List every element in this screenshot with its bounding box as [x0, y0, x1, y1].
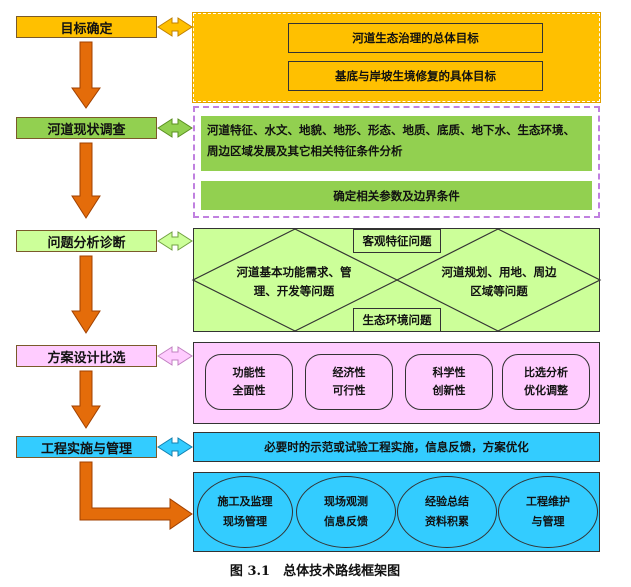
survey-features-box: 河道特征、水文、地貌、地形、形态、地质、底质、地下水、生态环境、周边区域发展及其… — [201, 116, 592, 171]
stage-goal-label: 目标确定 — [60, 21, 113, 37]
survey-params-text: 确定相关参数及边界条件 — [333, 188, 460, 203]
stage-implementation-label: 工程实施与管理 — [40, 441, 132, 457]
implementation-item-4-line1: 工程维护 — [526, 495, 570, 508]
diagnosis-eco-box: 生态环境问题 — [353, 308, 441, 332]
down-arrow-1 — [71, 41, 101, 109]
double-arrow-design — [157, 346, 193, 366]
design-item-4-line2: 优化调整 — [524, 384, 568, 397]
design-item-1-line1: 功能性 — [232, 366, 266, 379]
implementation-item-1-line2: 现场管理 — [223, 515, 267, 528]
design-item-3-line2: 创新性 — [432, 384, 466, 397]
goal-overall-box: 河道生态治理的总体目标 — [288, 23, 543, 53]
stage-diagnosis: 问题分析诊断 — [16, 230, 157, 252]
goal-specific-box: 基底与岸坡生境修复的具体目标 — [288, 61, 543, 91]
double-arrow-implementation — [157, 437, 193, 457]
goal-overall-text: 河道生态治理的总体目标 — [352, 31, 479, 45]
design-item-3: 科学性 创新性 — [405, 354, 493, 410]
stage-goal: 目标确定 — [16, 16, 157, 38]
stage-survey-label: 河道现状调查 — [47, 122, 126, 138]
implementation-item-4: 工程维护 与管理 — [498, 476, 598, 548]
implementation-top-box: 必要时的示范或试验工程实施，信息反馈，方案优化 — [193, 432, 600, 462]
double-arrow-goal — [157, 17, 193, 37]
implementation-item-1-line1: 施工及监理 — [217, 495, 273, 508]
double-arrow-diagnosis — [157, 231, 193, 251]
implementation-item-4-line2: 与管理 — [531, 515, 565, 528]
stage-survey: 河道现状调查 — [16, 117, 157, 139]
design-item-4-line1: 比选分析 — [524, 366, 568, 379]
implementation-item-2-line2: 信息反馈 — [324, 515, 368, 528]
stage-implementation: 工程实施与管理 — [16, 436, 157, 458]
design-item-1-line2: 全面性 — [232, 384, 266, 397]
design-item-4: 比选分析 优化调整 — [502, 354, 590, 410]
diagnosis-left-text: 河道基本功能需求、管理、开发等问题 — [236, 265, 352, 298]
implementation-item-3: 经验总结 资料积累 — [397, 476, 497, 548]
diagnosis-right-text: 河道规划、用地、周边区域等问题 — [441, 265, 557, 298]
implementation-item-2: 现场观测 信息反馈 — [296, 476, 396, 548]
diagnosis-right-diamond — [395, 228, 602, 332]
design-item-3-line1: 科学性 — [432, 366, 466, 379]
figure-caption: 图 3.1 总体技术路线框架图 — [229, 563, 401, 579]
elbow-arrow — [79, 461, 193, 530]
survey-params-box: 确定相关参数及边界条件 — [201, 181, 592, 210]
design-item-1: 功能性 全面性 — [205, 354, 293, 410]
diagnosis-objective-box: 客观特征问题 — [353, 229, 441, 253]
implementation-item-1: 施工及监理 现场管理 — [197, 476, 293, 548]
implementation-item-3-line2: 资料积累 — [425, 515, 469, 528]
design-item-2-line2: 可行性 — [332, 384, 366, 397]
implementation-item-3-line1: 经验总结 — [425, 495, 469, 508]
down-arrow-2 — [71, 142, 101, 219]
implementation-item-2-line1: 现场观测 — [324, 495, 368, 508]
stage-design: 方案设计比选 — [16, 345, 157, 367]
implementation-top-text: 必要时的示范或试验工程实施，信息反馈，方案优化 — [264, 440, 529, 454]
double-arrow-survey — [157, 118, 193, 138]
goal-specific-text: 基底与岸坡生境修复的具体目标 — [335, 69, 496, 83]
diagnosis-eco-text: 生态环境问题 — [362, 313, 432, 327]
survey-features-text: 河道特征、水文、地貌、地形、形态、地质、底质、地下水、生态环境、周边区域发展及其… — [207, 123, 575, 158]
stage-diagnosis-label: 问题分析诊断 — [47, 235, 126, 251]
stage-design-label: 方案设计比选 — [47, 350, 126, 366]
design-item-2-line1: 经济性 — [332, 366, 366, 379]
diagnosis-objective-text: 客观特征问题 — [362, 234, 432, 248]
down-arrow-4 — [71, 370, 101, 429]
down-arrow-3 — [71, 255, 101, 334]
design-item-2: 经济性 可行性 — [305, 354, 393, 410]
